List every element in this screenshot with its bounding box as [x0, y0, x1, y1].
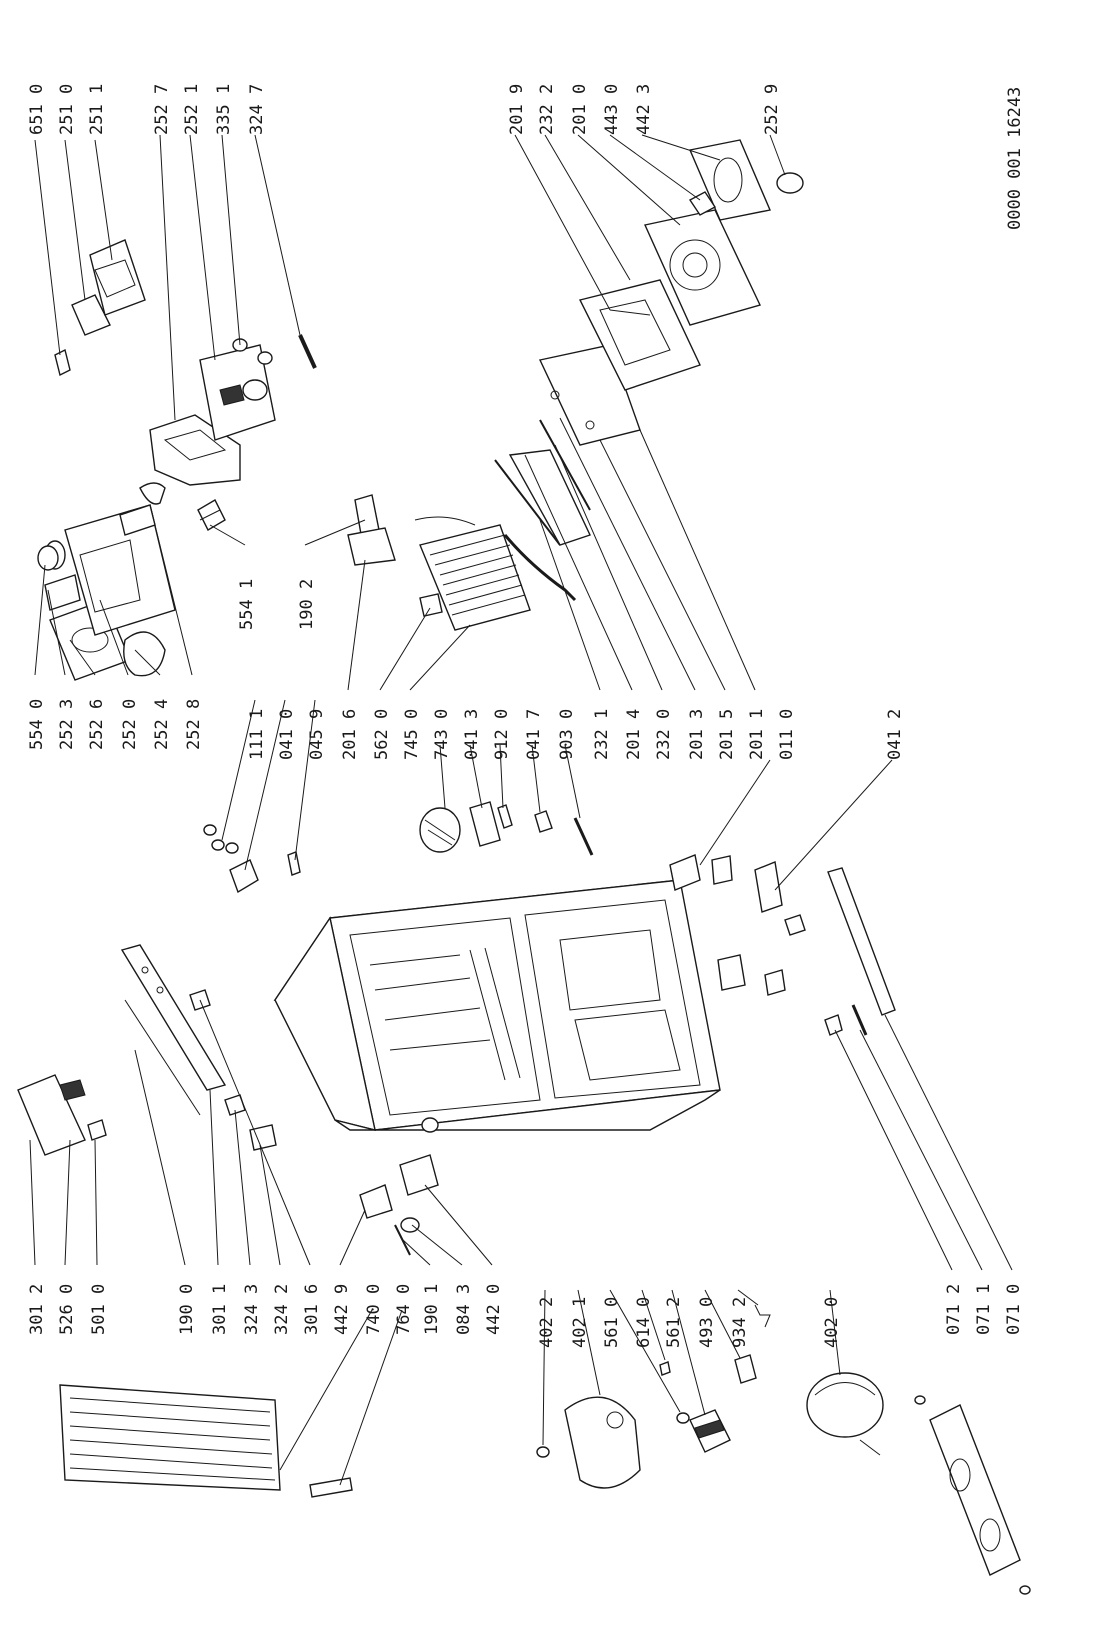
- label-301-2: 301 2: [27, 1284, 47, 1335]
- shelf-cover-group: [494, 279, 701, 602]
- cabinet: [273, 879, 721, 1131]
- label-041-7: 041 7: [524, 709, 544, 760]
- hinge-pieces-top: [419, 801, 594, 856]
- evaporator: [414, 516, 531, 631]
- label-554-1: 554 1: [237, 579, 257, 630]
- label-402-2: 402 2: [537, 1297, 557, 1348]
- label-201-9: 201 9: [507, 84, 527, 135]
- label-071-1: 071 1: [974, 1284, 994, 1335]
- label-252-1: 252 1: [182, 84, 202, 135]
- fan-group: [609, 139, 804, 326]
- left-strip-group: [120, 944, 277, 1151]
- label-562-0: 562 0: [372, 709, 392, 760]
- label-041-0: 041 0: [277, 709, 297, 760]
- label-561-2: 561 2: [664, 1297, 684, 1348]
- label-252-4: 252 4: [152, 699, 172, 750]
- label-301-1: 301 1: [210, 1284, 230, 1335]
- label-745-0: 745 0: [402, 709, 422, 760]
- label-190-1: 190 1: [422, 1284, 442, 1335]
- label-251-1: 251 1: [87, 84, 107, 135]
- label-251-0: 251 0: [57, 84, 77, 135]
- label-651-0: 651 0: [27, 84, 47, 135]
- label-252-0: 252 0: [120, 699, 140, 750]
- lamp-group: [54, 239, 146, 377]
- label-232-2: 232 2: [537, 84, 557, 135]
- part-201-6: [347, 527, 396, 566]
- label-324-3: 324 3: [242, 1284, 262, 1335]
- label-442-3: 442 3: [634, 84, 654, 135]
- label-252-3: 252 3: [57, 699, 77, 750]
- label-526-0: 526 0: [57, 1284, 77, 1335]
- base-strip-group: [824, 867, 896, 1036]
- label-402-0: 402 0: [822, 1297, 842, 1348]
- label-201-3: 201 3: [687, 709, 707, 760]
- control-panel-group: [149, 334, 317, 486]
- label-493-0: 493 0: [697, 1297, 717, 1348]
- label-561-0: 561 0: [602, 1297, 622, 1348]
- label-190-2: 190 2: [297, 579, 317, 630]
- label-252-6: 252 6: [87, 699, 107, 750]
- label-764-0: 764 0: [394, 1284, 414, 1335]
- label-190-0: 190 0: [177, 1284, 197, 1335]
- label-402-1: 402 1: [570, 1297, 590, 1348]
- label-324-7: 324 7: [247, 84, 267, 135]
- hinge-parts: [669, 854, 806, 996]
- label-301-6: 301 6: [302, 1284, 322, 1335]
- small-parts-center: [203, 824, 301, 894]
- drawing-number: 0000 001 16243: [1005, 87, 1025, 230]
- label-045-9: 045 9: [307, 709, 327, 760]
- label-442-0: 442 0: [484, 1284, 504, 1335]
- label-934-2: 934 2: [730, 1297, 750, 1348]
- base-plate: [914, 1395, 1031, 1595]
- label-252-7: 252 7: [152, 84, 172, 135]
- thermostat-parts: [359, 1117, 439, 1256]
- label-740-0: 740 0: [364, 1284, 384, 1335]
- label-912-0: 912 0: [492, 709, 512, 760]
- compressor: [806, 1372, 884, 1456]
- thermostat-housing-group: [37, 482, 176, 681]
- label-252-9: 252 9: [762, 84, 782, 135]
- part-554-1: [197, 499, 226, 531]
- label-201-5: 201 5: [717, 709, 737, 760]
- label-201-1: 201 1: [747, 709, 767, 760]
- label-201-0: 201 0: [570, 84, 590, 135]
- part-labels: 651 0 251 0 251 1 252 7 252 1 335 1 324 …: [27, 84, 1025, 1348]
- label-041-3: 041 3: [462, 709, 482, 760]
- label-011-0: 011 0: [777, 709, 797, 760]
- label-071-2: 071 2: [944, 1284, 964, 1335]
- label-614-0: 614 0: [634, 1297, 654, 1348]
- label-041-2: 041 2: [885, 709, 905, 760]
- label-232-1: 232 1: [592, 709, 612, 760]
- label-201-4: 201 4: [624, 709, 644, 760]
- control-board-group: [17, 1074, 107, 1156]
- label-201-6: 201 6: [340, 709, 360, 760]
- label-232-0: 232 0: [654, 709, 674, 760]
- label-324-2: 324 2: [272, 1284, 292, 1335]
- leader-lines: [29, 134, 1013, 1486]
- label-252-8: 252 8: [184, 699, 204, 750]
- label-084-3: 084 3: [454, 1284, 474, 1335]
- label-743-0: 743 0: [432, 709, 452, 760]
- compressor-accessories: [536, 1304, 771, 1489]
- part-562-0: [419, 593, 443, 617]
- label-111-1: 111 1: [247, 709, 267, 760]
- label-501-0: 501 0: [89, 1284, 109, 1335]
- label-443-0: 443 0: [602, 84, 622, 135]
- label-071-0: 071 0: [1004, 1284, 1024, 1335]
- label-442-9: 442 9: [332, 1284, 352, 1335]
- label-554-0: 554 0: [27, 699, 47, 750]
- label-903-0: 903 0: [557, 709, 577, 760]
- label-335-1: 335 1: [214, 84, 234, 135]
- condenser: [59, 1384, 353, 1498]
